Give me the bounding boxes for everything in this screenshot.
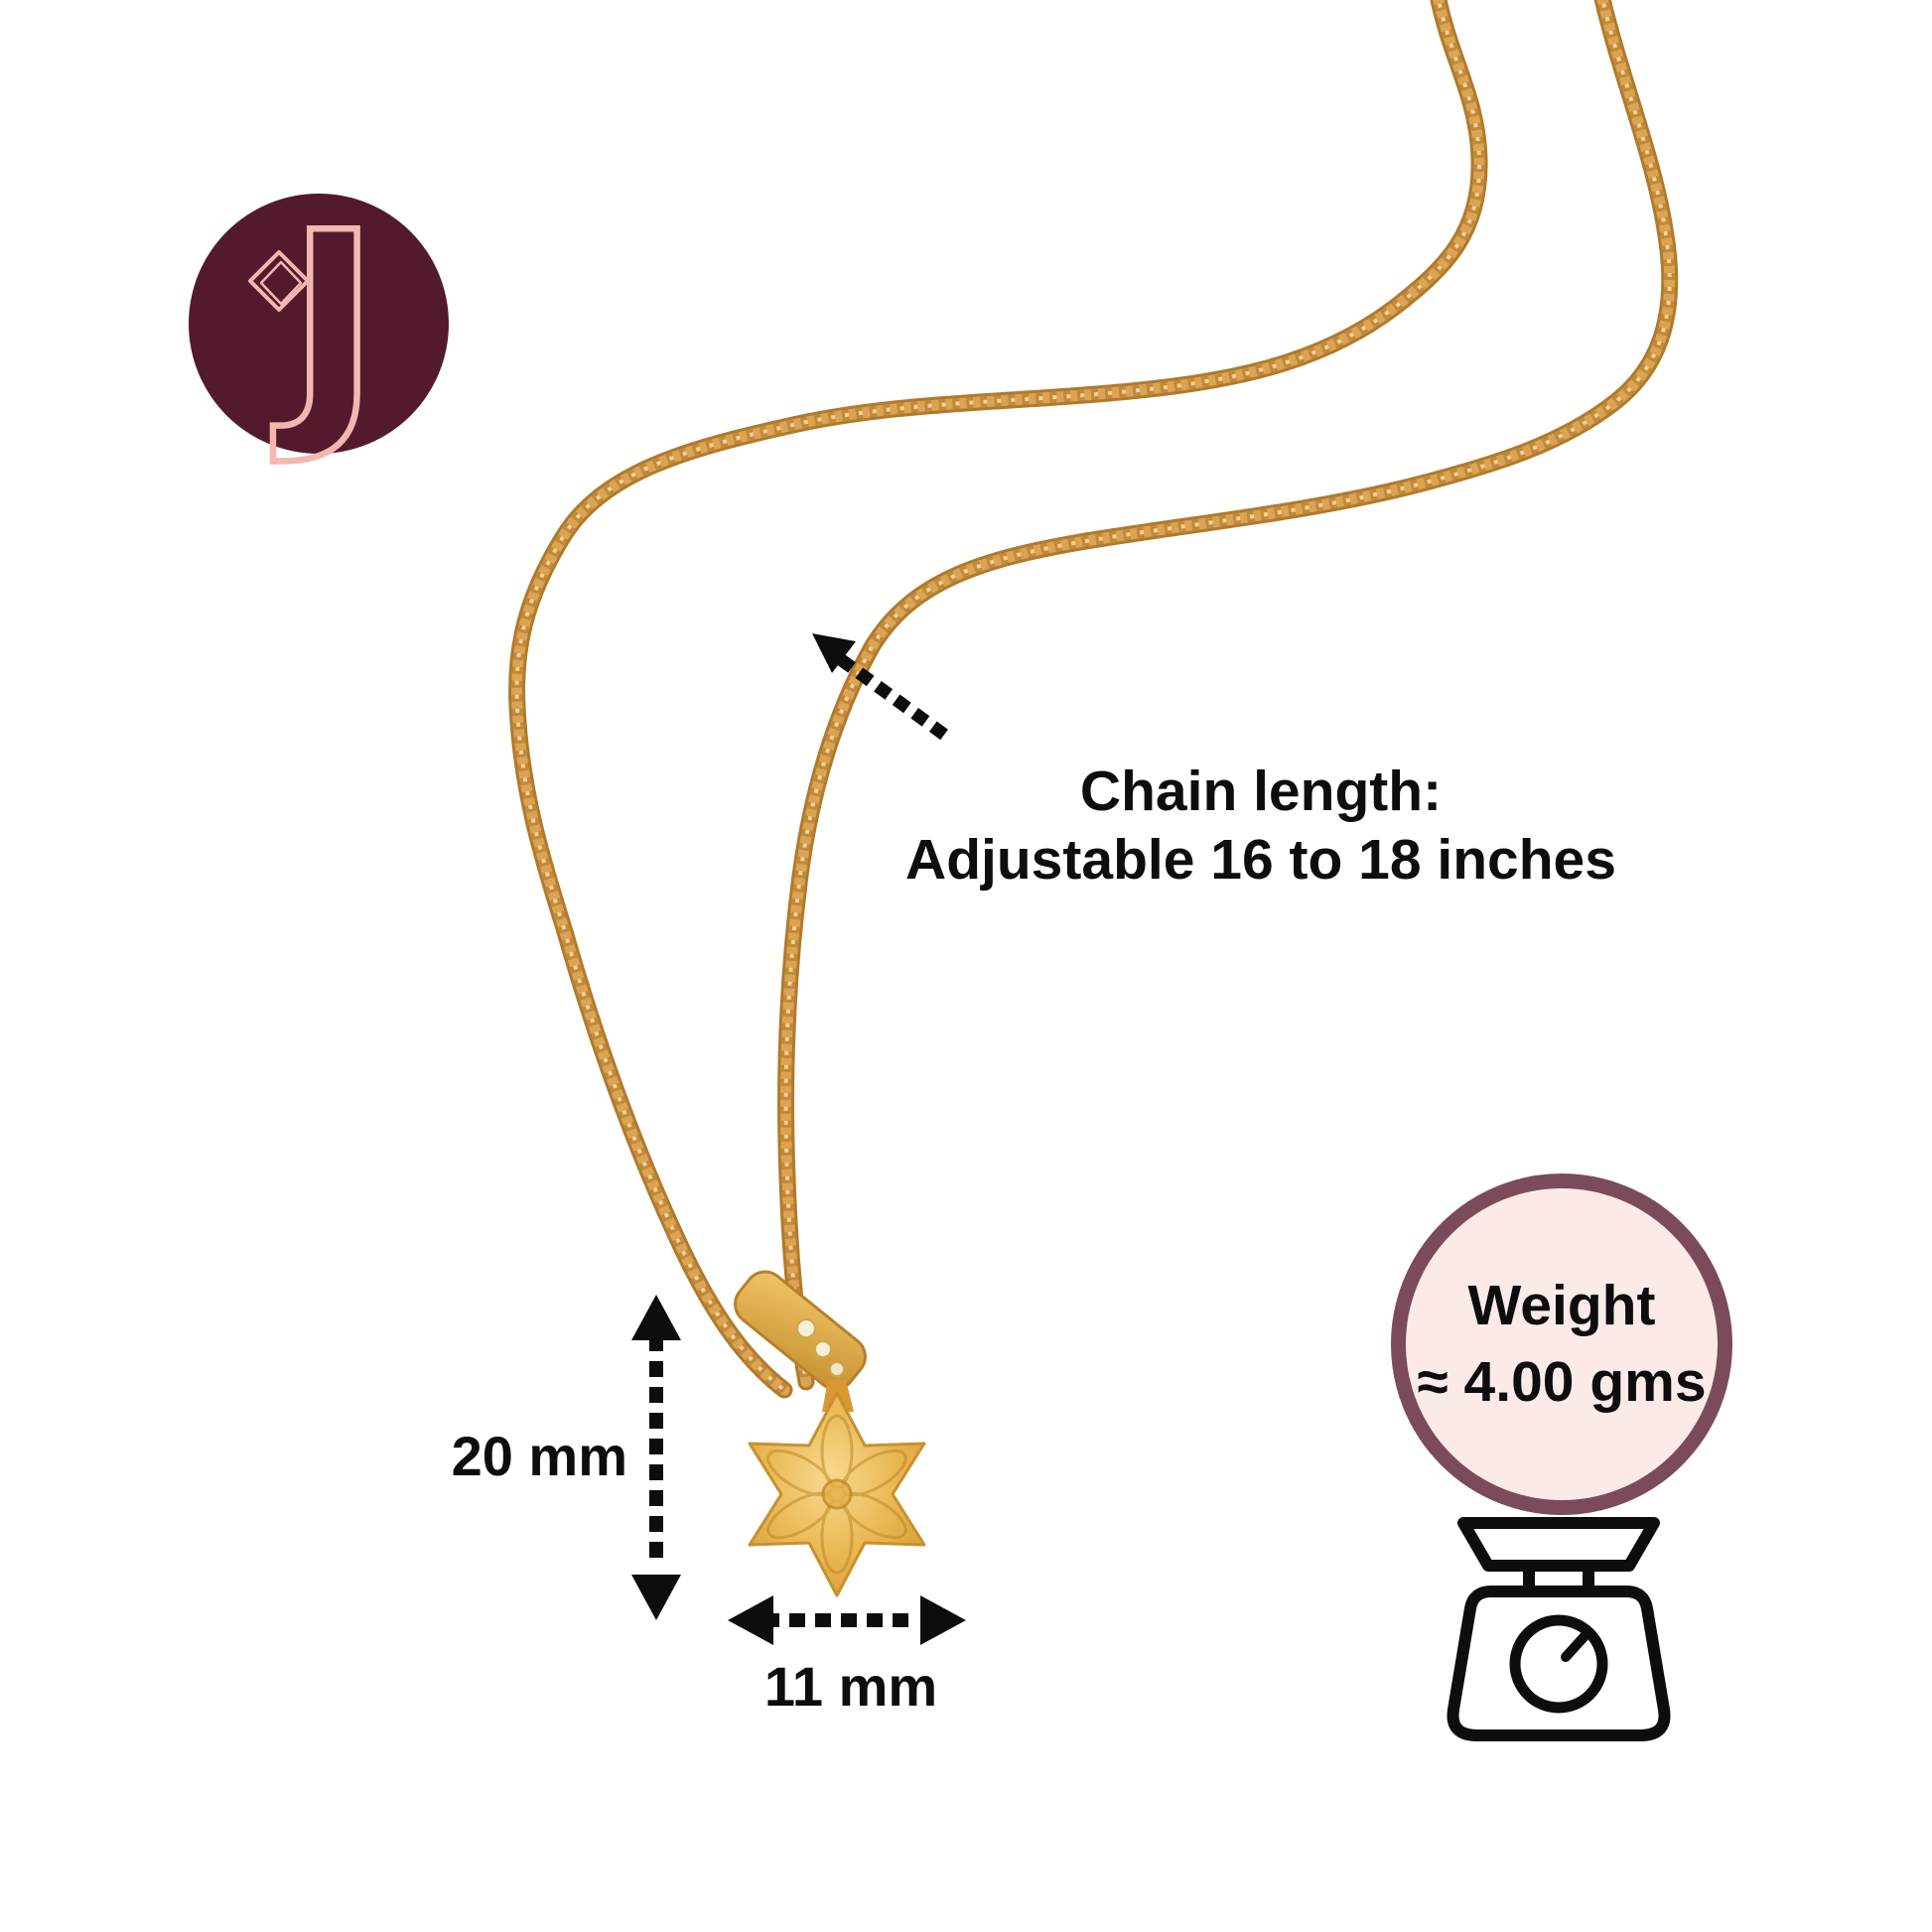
star-pendant bbox=[734, 1270, 926, 1597]
chain-strand-right bbox=[777, 0, 1679, 1391]
bail-diamond bbox=[796, 1318, 816, 1338]
pendant-height-label: 20 mm bbox=[451, 1425, 627, 1487]
weight-value: ≈ 4.00 gms bbox=[1417, 1350, 1707, 1414]
weight-title: Weight bbox=[1467, 1274, 1656, 1337]
logo-circle bbox=[189, 194, 449, 454]
weighing-scale-icon bbox=[1447, 1517, 1671, 1741]
logo-letter: J bbox=[272, 180, 380, 471]
weight-badge: Weight ≈ 4.00 gms bbox=[1391, 1173, 1732, 1515]
brand-logo: J bbox=[189, 177, 449, 474]
necklace-chain bbox=[508, 0, 1679, 1399]
bail-diamond bbox=[814, 1340, 832, 1358]
chain-length-annotation: Chain length: Adjustable 16 to 18 inches bbox=[894, 758, 1628, 895]
chain-length-line1: Chain length: bbox=[1079, 759, 1443, 823]
chain-length-line2: Adjustable 16 to 18 inches bbox=[905, 828, 1616, 892]
bail-diamond bbox=[829, 1361, 845, 1377]
diamond-gem-icon bbox=[248, 250, 310, 312]
pendant-width-label: 11 mm bbox=[763, 1655, 938, 1718]
dotted-arrow-up-left bbox=[812, 633, 961, 750]
vertical-double-arrow bbox=[631, 1295, 681, 1620]
horizontal-double-arrow bbox=[728, 1595, 966, 1645]
star-center bbox=[821, 1478, 853, 1510]
chain-strand-left bbox=[508, 0, 1488, 1399]
